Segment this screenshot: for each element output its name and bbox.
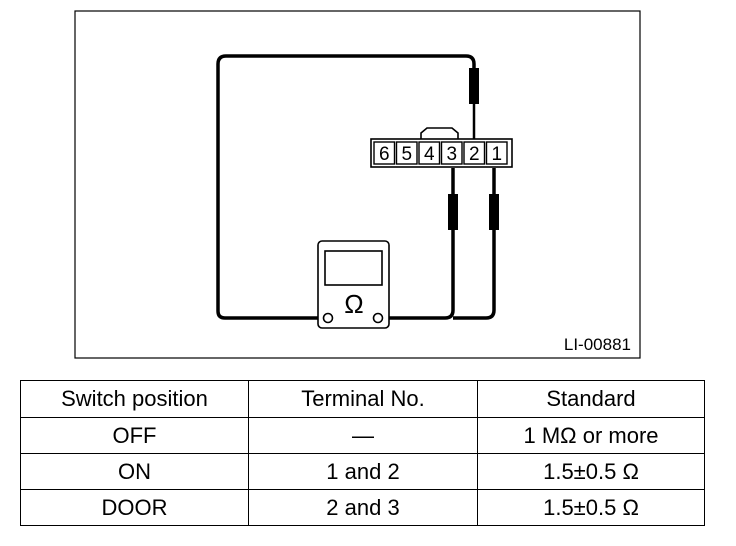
cell-switch-position: DOOR: [20, 489, 249, 526]
connector-terminal-box: [395, 141, 418, 165]
header-standard: Standard: [477, 380, 705, 418]
connector-terminal-box: [485, 141, 508, 165]
resistance-spec-table: Switch position Terminal No. Standard OF…: [20, 380, 705, 526]
meter-terminal-left: [322, 312, 334, 324]
lead-wire-left: [216, 54, 476, 320]
probe-terminal-3: [448, 194, 458, 230]
table-header-row: Switch position Terminal No. Standard: [20, 380, 705, 418]
table-row: DOOR 2 and 3 1.5±0.5 Ω: [20, 489, 705, 526]
meter-terminal-right: [372, 312, 384, 324]
cell-standard: 1.5±0.5 Ω: [477, 489, 705, 526]
cell-switch-position: OFF: [20, 417, 249, 454]
figure-id-label: LI-00881: [564, 335, 631, 354]
lead-wire-terminal-1: [453, 168, 496, 320]
cell-terminal-no: —: [248, 417, 478, 454]
cell-terminal-no: 1 and 2: [248, 453, 478, 490]
header-switch-position: Switch position: [20, 380, 249, 418]
connector-terminal-number: 6: [379, 144, 390, 165]
table-row: OFF — 1 MΩ or more: [20, 417, 705, 454]
cell-switch-position: ON: [20, 453, 249, 490]
connector-terminal-number: 3: [446, 144, 457, 165]
connector-terminal-box: [463, 141, 486, 165]
table-row: ON 1 and 2 1.5±0.5 Ω: [20, 453, 705, 490]
lead-wire-terminal-3: [378, 168, 455, 320]
connector-terminal-number: 4: [424, 144, 435, 165]
ohmmeter: Ω: [317, 240, 390, 329]
probe-top: [469, 68, 479, 104]
connector-terminal-number: 1: [491, 144, 502, 165]
cell-standard: 1 MΩ or more: [477, 417, 705, 454]
connector-terminal-box: [418, 141, 441, 165]
figure-frame: [74, 10, 641, 359]
connector-terminal-number: 2: [469, 144, 480, 165]
connector-terminal-box: [440, 141, 463, 165]
cell-standard: 1.5±0.5 Ω: [477, 453, 705, 490]
cell-terminal-no: 2 and 3: [248, 489, 478, 526]
meter-symbol: Ω: [344, 289, 363, 319]
meter-display: [324, 250, 383, 286]
connector-latch: [420, 127, 459, 139]
probe-terminal-1: [489, 194, 499, 230]
header-terminal-no: Terminal No.: [248, 380, 478, 418]
connector-terminal-box: [373, 141, 396, 165]
connector-terminal-number: 5: [401, 144, 412, 165]
